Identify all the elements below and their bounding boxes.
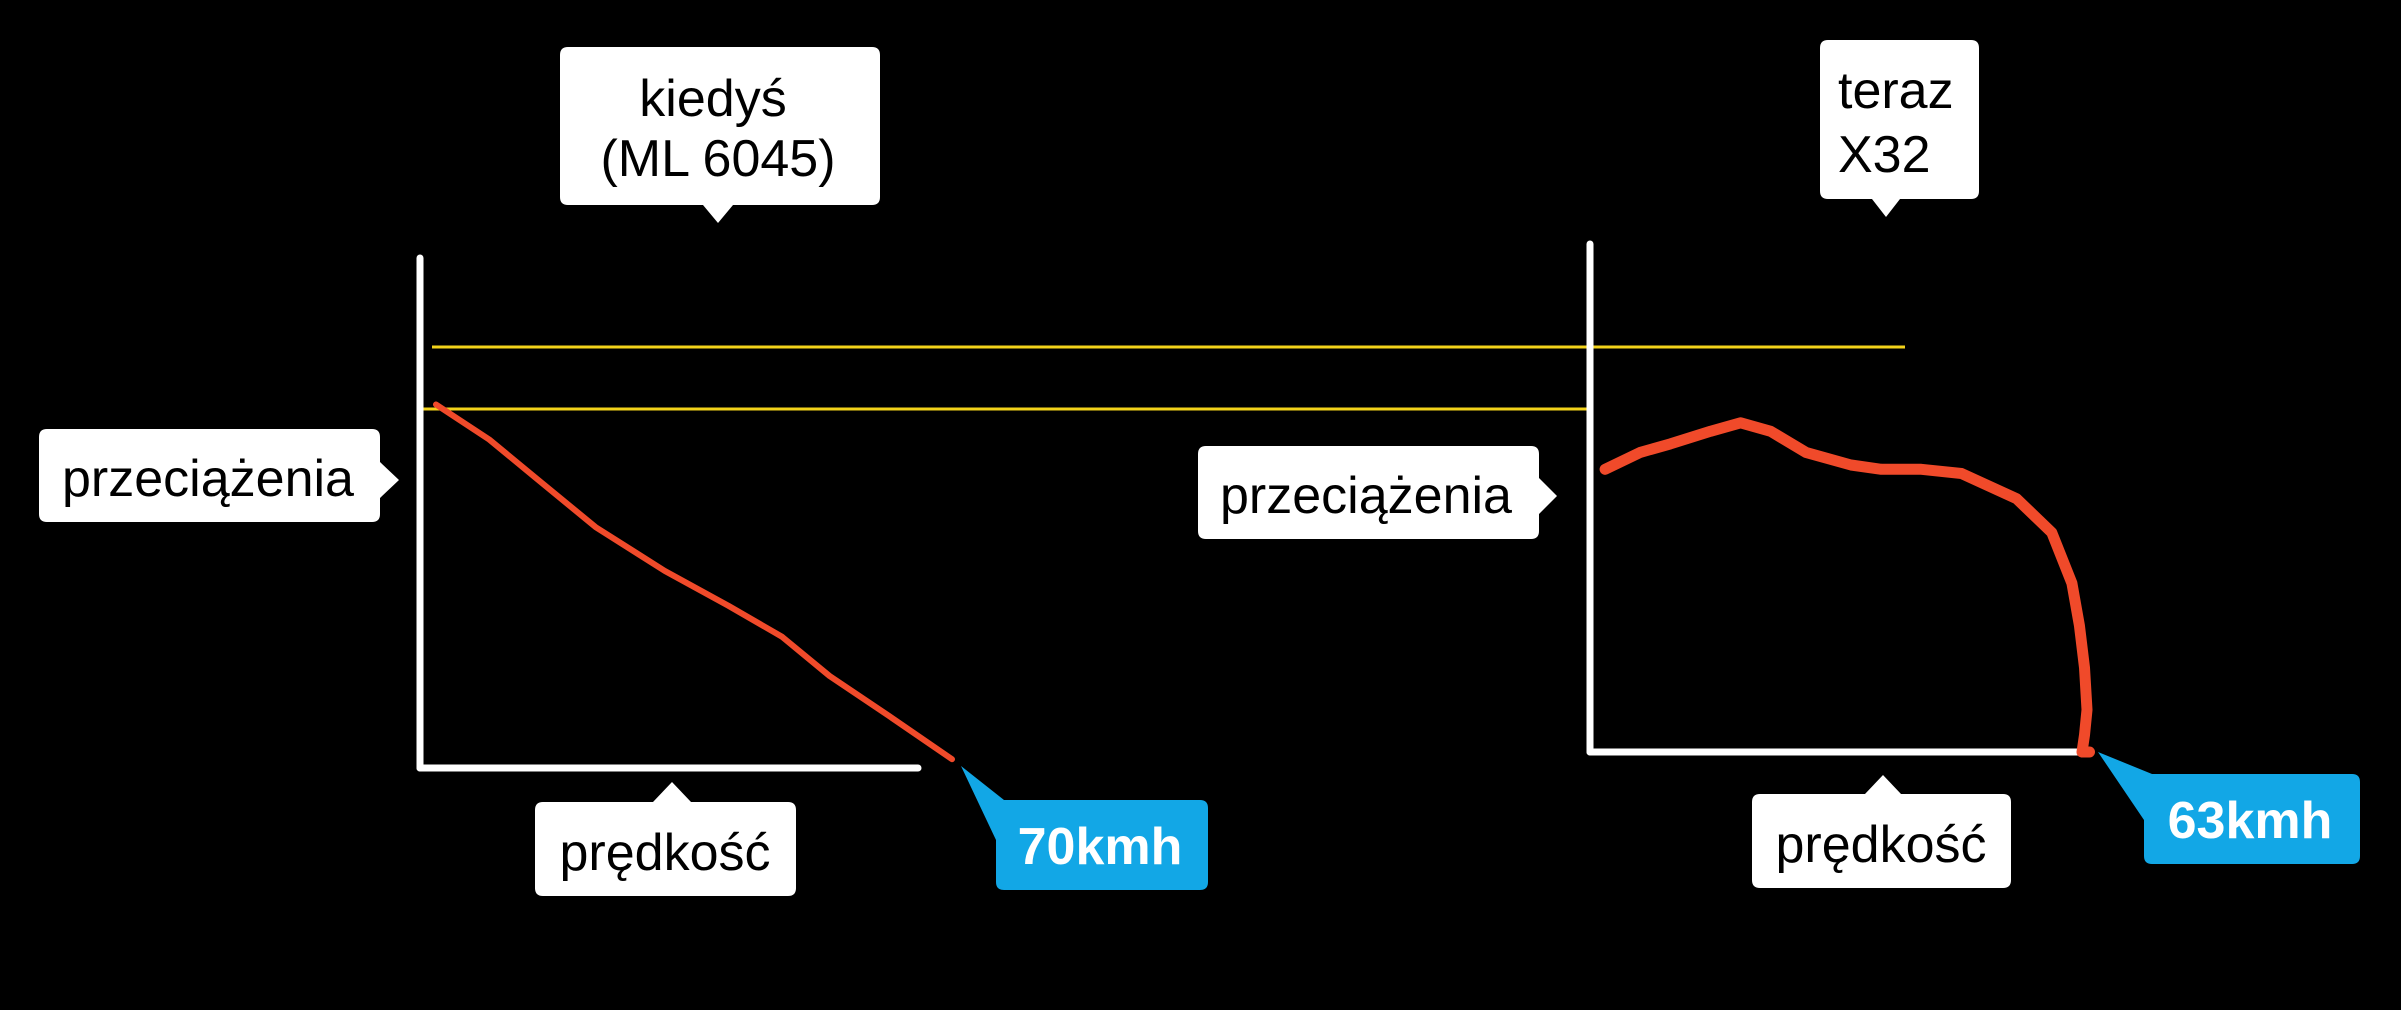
chart-left-ylabel: przeciążenia xyxy=(62,450,354,508)
chart-left-end-label-callout: 70kmh xyxy=(961,766,1208,890)
chart-right-series-line xyxy=(1599,417,2095,758)
chart-right-end-label: 63kmh xyxy=(2168,792,2333,850)
chart-left-title-line-1: kiedyś xyxy=(639,70,786,128)
chart-right-title-callout: teraz X32 xyxy=(1820,40,1979,217)
chart-right-ylabel: przeciążenia xyxy=(1220,467,1512,525)
chart-right-title-line-1: teraz xyxy=(1838,62,1954,120)
chart-left-ylabel-callout: przeciążenia xyxy=(39,429,399,522)
chart-right-end-label-callout: 63kmh xyxy=(2098,752,2360,864)
reference-lines xyxy=(423,345,1905,411)
chart-left-series-line xyxy=(433,401,955,763)
chart-left-title-callout: kiedyś (ML 6045) xyxy=(560,47,880,223)
chart-left: kiedyś (ML 6045) przeciążenia prędkość 7… xyxy=(39,47,1208,896)
chart-right-xlabel-callout: prędkość xyxy=(1752,775,2011,888)
chart-left-xlabel: prędkość xyxy=(560,824,771,882)
chart-right-xlabel: prędkość xyxy=(1776,816,1987,874)
chart-right-ylabel-callout: przeciążenia xyxy=(1198,446,1557,539)
chart-right-title-line-2: X32 xyxy=(1838,126,1931,184)
chart-left-end-label: 70kmh xyxy=(1018,818,1183,876)
chart-left-xlabel-callout: prędkość xyxy=(535,782,796,896)
chart-right: teraz X32 przeciążenia prędkość 63kmh xyxy=(1198,40,2360,888)
chart-left-title-line-2: (ML 6045) xyxy=(600,130,835,188)
